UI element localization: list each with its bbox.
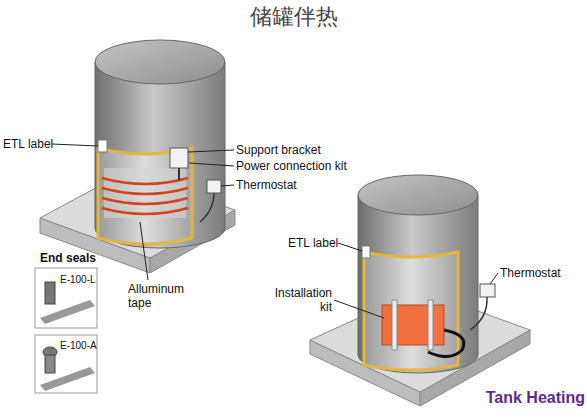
- power-connection-box: [178, 168, 180, 180]
- heating-cable: [102, 178, 188, 214]
- end-seal-inset: [45, 282, 55, 304]
- caption: Tank Heating: [440, 388, 585, 407]
- leader-line: [52, 144, 498, 318]
- insulation-cutaway: [98, 148, 192, 244]
- concrete-slab: [310, 290, 530, 392]
- leader-line: [140, 222, 148, 280]
- end-seal-inset: [35, 268, 97, 393]
- leader-line: [334, 300, 384, 318]
- leader-line: [221, 185, 234, 186]
- thermostat-box: [200, 193, 214, 222]
- heating-cable: [102, 198, 188, 204]
- heating-pad: [382, 305, 444, 345]
- part-label: Support bracket: [236, 143, 321, 157]
- end-seal-inset: [40, 367, 95, 391]
- end-seal-inset: [35, 268, 97, 328]
- part-label: Alluminum tape: [128, 282, 198, 310]
- heating-pad: [428, 330, 464, 357]
- part-label: Power connection kit: [236, 159, 347, 173]
- insulation-cutaway: [364, 252, 458, 370]
- power-connection-box: [170, 148, 188, 180]
- group-heading: End seals: [40, 251, 96, 265]
- heating-cable: [102, 208, 188, 214]
- thermostat-box: [470, 297, 487, 330]
- part-number: E-100-A: [60, 339, 97, 352]
- etl-label-plate: [98, 140, 107, 152]
- heating-pad: [382, 300, 464, 357]
- heating-pad: [428, 300, 433, 350]
- heating-cable: [102, 188, 188, 194]
- part-label: ETL label: [288, 236, 338, 250]
- part-number: E-100-L: [60, 273, 96, 286]
- end-seal-inset: [45, 355, 55, 373]
- storage-tank: [358, 175, 478, 215]
- part-label: Thermostat: [500, 266, 561, 280]
- end-seal-inset: [40, 300, 95, 324]
- leader-line: [338, 243, 362, 251]
- part-label: Installation kit: [262, 286, 332, 314]
- thermostat-box: [470, 284, 495, 330]
- storage-tank: [95, 62, 225, 248]
- part-label: ETL label: [3, 137, 53, 151]
- part-label: Thermostat: [236, 178, 297, 192]
- storage-tank: [95, 40, 225, 84]
- leader-line: [189, 163, 234, 166]
- insulation-cutaway: [98, 148, 192, 244]
- insulation-cutaway: [364, 252, 458, 370]
- storage-tank: [358, 195, 478, 373]
- thermostat-box: [480, 284, 495, 297]
- heating-pad: [392, 300, 397, 350]
- etl-label-plate: [362, 246, 370, 258]
- leader-line: [188, 150, 234, 152]
- heating-cable: [102, 178, 188, 184]
- storage-tank: [95, 40, 225, 248]
- thermostat-box: [207, 180, 221, 193]
- power-connection-box: [170, 148, 188, 168]
- etl-label-plate: [98, 140, 107, 152]
- leader-line: [52, 144, 98, 146]
- end-seal-inset: [35, 335, 97, 393]
- leader-line: [490, 273, 498, 284]
- thermostat-box: [200, 180, 221, 222]
- etl-label-plate: [362, 246, 370, 258]
- storage-tank: [358, 175, 478, 373]
- title: 储罐伴热: [0, 4, 587, 29]
